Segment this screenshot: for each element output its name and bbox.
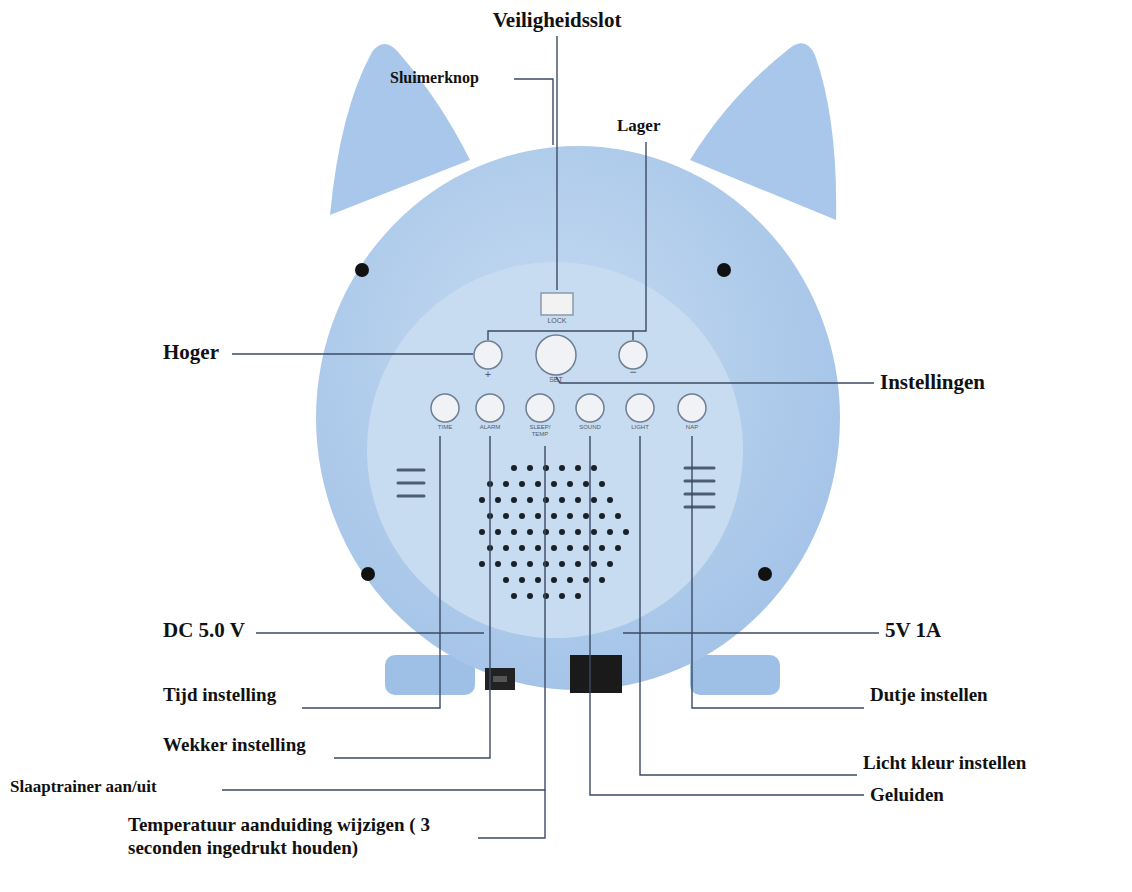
button-label: LIGHT xyxy=(631,424,649,431)
callout-label: Lager xyxy=(617,116,660,136)
button-label: SLEEP/ TEMP xyxy=(528,424,552,437)
control-panel xyxy=(367,262,743,638)
callout-label: Instellingen xyxy=(880,370,985,395)
leader-lines xyxy=(222,36,879,838)
lock-switch xyxy=(541,293,573,315)
callout-label: 5V 1A xyxy=(885,618,941,643)
dot xyxy=(758,567,772,581)
dot xyxy=(717,263,731,277)
callout-label: Dutje instellen xyxy=(870,684,988,707)
usb-port xyxy=(570,655,622,693)
callout-label: Hoger xyxy=(163,340,219,365)
callout-label: Slaaptrainer aan/uit xyxy=(10,777,157,797)
dot xyxy=(355,263,369,277)
callout-label: Tijd instelling xyxy=(163,684,276,707)
callout-label: Licht kleur instellen xyxy=(863,752,1026,775)
button-label: SOUND xyxy=(579,424,601,431)
clock-body xyxy=(316,146,840,690)
callout-label: Wekker instelling xyxy=(163,734,306,757)
callout-label: Veiligheidsslot xyxy=(493,8,622,33)
buttons xyxy=(431,335,706,422)
button-label: + xyxy=(485,368,491,380)
callout-label: Geluiden xyxy=(870,784,944,807)
speaker-grille xyxy=(479,465,629,599)
button-label: LOCK xyxy=(547,317,566,325)
button-label: SET xyxy=(549,376,563,384)
button-label: ALARM xyxy=(480,424,501,431)
callout-label: Sluimerknop xyxy=(390,68,479,87)
button-label: − xyxy=(629,366,636,379)
foot xyxy=(690,655,780,695)
callout-label: Temperatuur aanduiding wijzigen ( 3 seco… xyxy=(128,814,473,860)
button-label: TIME xyxy=(438,424,452,431)
callout-label: DC 5.0 V xyxy=(163,618,245,643)
button-label: NAP xyxy=(686,424,698,431)
vent xyxy=(398,468,714,507)
dot xyxy=(361,567,375,581)
dc-port xyxy=(493,676,507,682)
